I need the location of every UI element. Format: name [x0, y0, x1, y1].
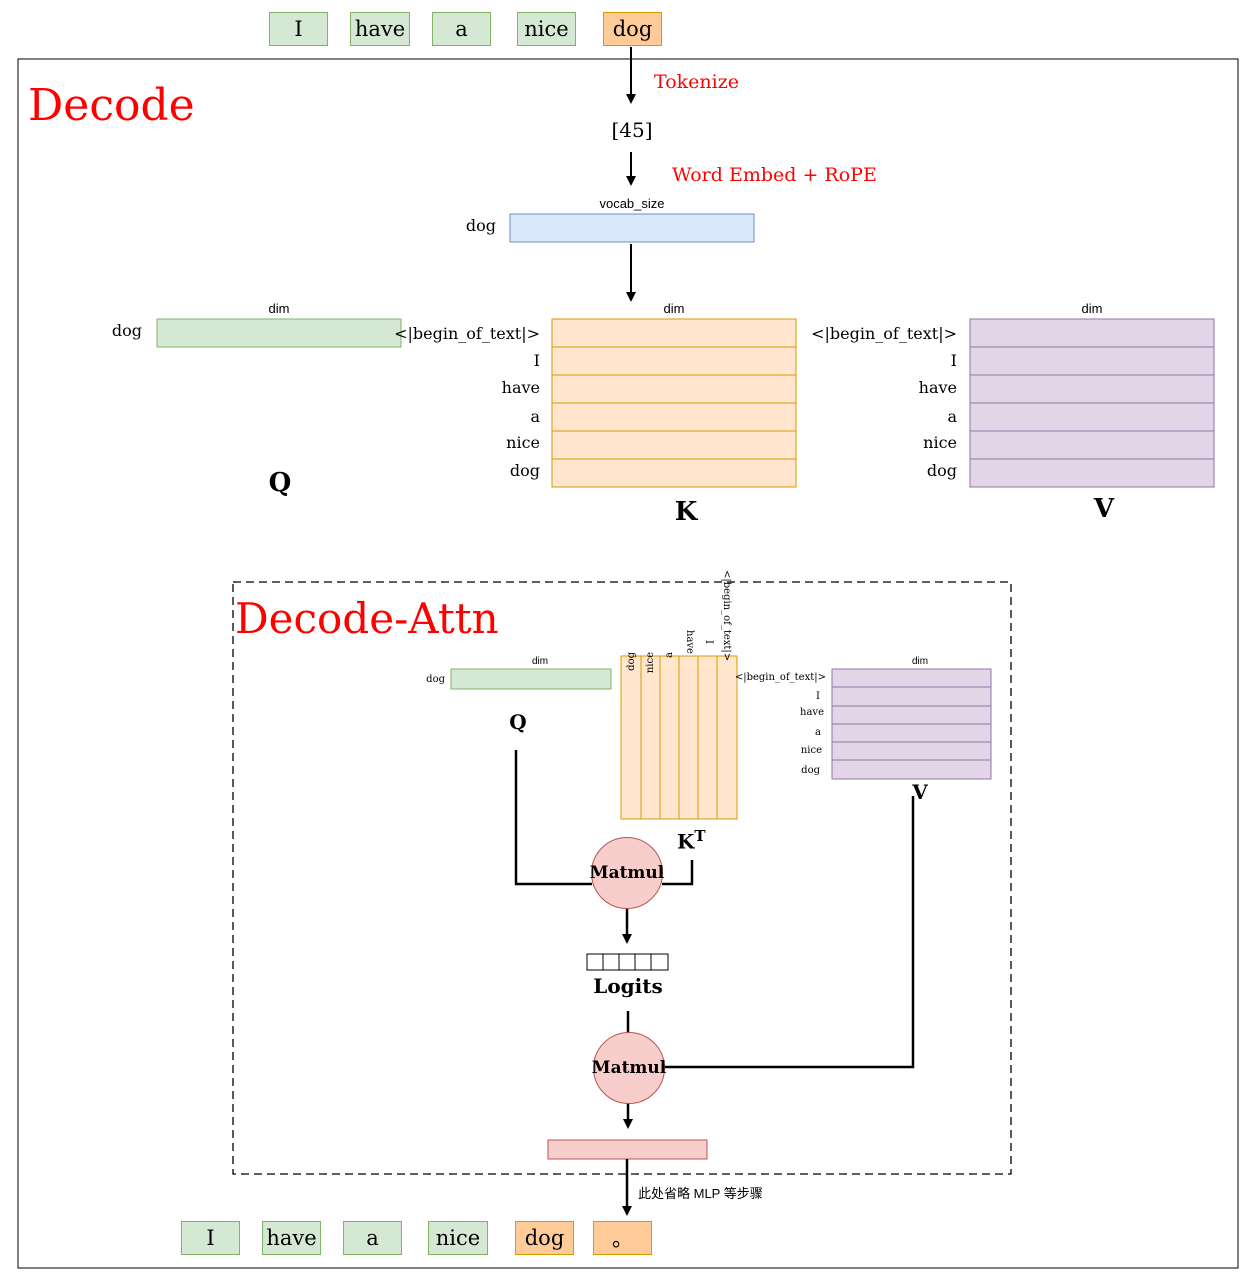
k-row-label-2: I	[533, 351, 540, 370]
attn-v-name: V	[912, 780, 928, 804]
attn-v-row-label-4: a	[815, 727, 821, 738]
logits-label: Logits	[593, 974, 663, 998]
v-row-label-2: I	[950, 351, 957, 370]
matmul-node-1: Matmul	[590, 837, 664, 909]
k-row-label-6: dog	[509, 461, 540, 480]
matmul-node-2: Matmul	[592, 1032, 666, 1104]
output-token-2: have	[262, 1221, 321, 1255]
tokenize-label: Tokenize	[654, 71, 739, 93]
v-row-label-5: nice	[923, 433, 957, 452]
v-row-label-6: dog	[926, 461, 957, 480]
v-dim-label: dim	[1081, 301, 1103, 316]
vocab-row-label: dog	[465, 216, 496, 235]
token-id: [45]	[611, 118, 653, 142]
kt-col-label-5: I	[703, 640, 714, 644]
input-token-5: dog	[603, 12, 662, 46]
kt-name: KT	[677, 827, 706, 854]
q-name: Q	[268, 468, 292, 498]
attn-v-row-label-5: nice	[800, 745, 822, 756]
attn-kt-matrix	[620, 655, 738, 820]
attn-v-row-label-1: <|begin_of_text|>	[734, 672, 826, 683]
attn-v-matrix	[831, 668, 992, 780]
v-name: V	[1093, 494, 1115, 524]
k-row-label-5: nice	[506, 433, 540, 452]
attn-v-row-label-2: I	[816, 691, 820, 702]
k-name: K	[674, 497, 698, 527]
attn-q-name: Q	[509, 710, 527, 734]
attn-output-vector	[547, 1139, 708, 1160]
kt-col-label-6: <|begin_of_text|>	[721, 570, 732, 662]
logits-vector	[586, 953, 669, 971]
q-dim-label: dim	[268, 301, 290, 316]
v-row-label-3: have	[918, 378, 957, 397]
output-token-6: 。	[593, 1221, 652, 1255]
attn-v-dim-label: dim	[911, 656, 929, 667]
mlp-omitted-note: 此处省略 MLP 等步骤	[638, 1186, 763, 1201]
input-token-1: I	[269, 12, 328, 46]
input-token-3: a	[432, 12, 491, 46]
decode-attn-title: Decode-Attn	[235, 594, 499, 643]
vocab-size-label: vocab_size	[599, 196, 665, 211]
k-row-label-3: have	[501, 378, 540, 397]
q-row-label: dog	[111, 321, 142, 340]
input-token-2: have	[350, 12, 410, 46]
attn-v-row-label-3: have	[800, 707, 824, 718]
embed-label: Word Embed + RoPE	[672, 164, 877, 186]
v-cache-matrix	[969, 318, 1215, 488]
attn-q-row-label: dog	[426, 674, 445, 685]
vocab-embedding-bar	[509, 213, 755, 243]
k-cache-matrix	[551, 318, 797, 488]
decode-attn-frame	[232, 581, 1012, 1175]
decode-frame	[17, 58, 1239, 1269]
k-row-label-1: <|begin_of_text|>	[394, 324, 540, 343]
k-dim-label: dim	[663, 301, 685, 316]
v-row-label-4: a	[947, 407, 957, 426]
output-token-3: a	[343, 1221, 402, 1255]
output-token-4: nice	[428, 1221, 488, 1255]
output-token-5: dog	[515, 1221, 574, 1255]
v-row-label-1: <|begin_of_text|>	[811, 324, 957, 343]
q-vector	[156, 318, 402, 348]
output-token-1: I	[181, 1221, 240, 1255]
kt-col-label-4: have	[684, 630, 695, 654]
kt-col-label-3: a	[664, 652, 675, 658]
attn-q-dim-label: dim	[531, 656, 549, 667]
decode-title: Decode	[28, 80, 195, 131]
k-row-label-4: a	[530, 407, 540, 426]
attn-v-row-label-6: dog	[801, 765, 820, 776]
kt-col-label-2: nice	[645, 652, 656, 674]
kt-col-label-1: dog	[626, 652, 637, 671]
attn-q-vector	[450, 668, 612, 690]
input-token-4: nice	[517, 12, 576, 46]
